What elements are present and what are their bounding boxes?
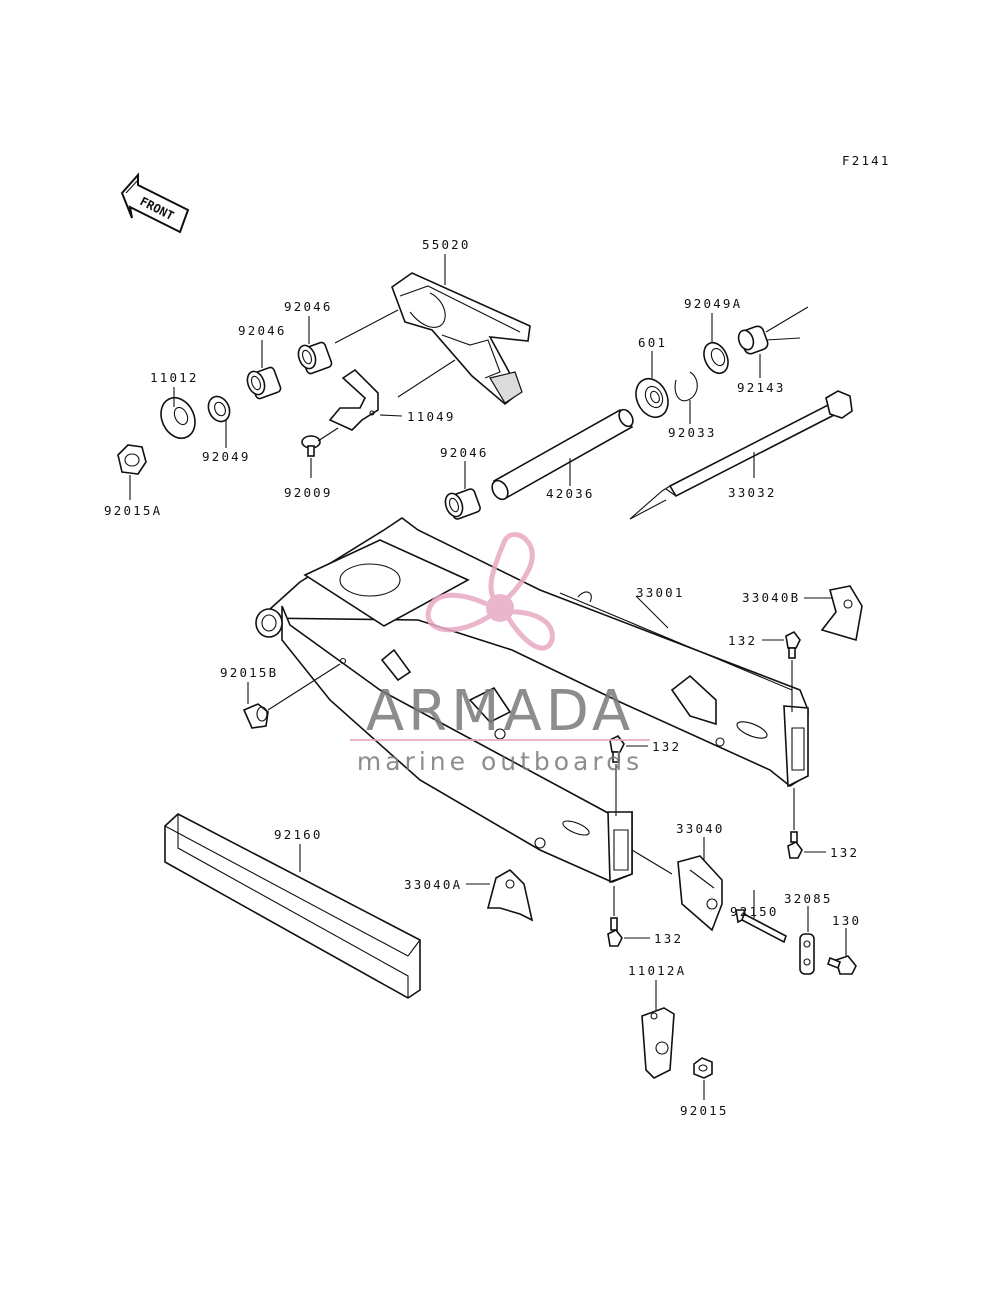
label-132-middle: 132 [652,739,681,754]
propeller-logo-icon [425,532,555,651]
bushing-92015B [242,703,269,729]
label-33040B: 33040B [742,590,800,605]
chain-guide-55020 [391,272,531,406]
watermark-tagline: marine outboards [357,747,643,776]
armada-watermark: ARMADA marine outboards [350,532,650,776]
nut-92015 [693,1057,713,1079]
axle-bolt-33032 [629,390,853,520]
chain-slider-92160 [164,813,421,999]
front-arrow-icon: FRONT [120,172,190,234]
screw-92009 [301,435,321,457]
label-33032: 33032 [728,485,777,500]
label-42036: 42036 [546,486,595,501]
figure-code: F2141 [842,153,891,168]
bushing-92046-lower [444,488,481,520]
collar-92143 [737,325,769,355]
label-92009: 92009 [284,485,333,500]
label-33040: 33040 [676,821,725,836]
label-11012A: 11012A [628,963,686,978]
bushing-92046-upper [297,341,333,375]
bolt-132-bottom [607,917,623,947]
label-33040A: 33040A [404,877,462,892]
label-92143: 92143 [737,380,786,395]
label-92033: 92033 [668,425,717,440]
washer-11012 [160,397,196,439]
bracket-33040A [486,869,534,922]
bearing-601 [635,377,669,419]
label-92046-mid: 92046 [238,323,287,338]
label-55020: 55020 [422,237,471,252]
label-92015: 92015 [680,1103,729,1118]
bolt-130 [827,955,857,975]
seal-92049A [703,341,729,375]
plate-32085 [799,933,815,975]
bracket-33040B [820,585,863,642]
swingarm-33001 [255,517,809,884]
bolt-132-upper-right [785,630,801,659]
label-601: 601 [638,335,667,350]
watermark-brand: ARMADA [366,679,634,744]
label-92046-lower: 92046 [440,445,489,460]
label-130: 130 [832,913,861,928]
label-92049A: 92049A [684,296,742,311]
label-32085: 32085 [784,891,833,906]
adjuster-plate-33040 [677,855,723,932]
bolt-92150 [735,909,787,944]
bolt-132-lower-right [787,831,803,859]
label-11049: 11049 [407,409,456,424]
sleeve-42036 [491,408,634,501]
label-132-lower-right: 132 [830,845,859,860]
label-92049: 92049 [202,449,251,464]
seal-92049 [207,395,231,423]
bracket-11012A [641,1007,675,1079]
label-92150: 92150 [730,904,779,919]
bracket-11049 [328,368,379,431]
bushing-92046-mid [246,366,282,400]
label-11012: 11012 [150,370,199,385]
label-132-bottom: 132 [654,931,683,946]
label-92015A: 92015A [104,503,162,518]
label-33001: 33001 [636,585,685,600]
nut-92015A [117,444,147,475]
label-92015B: 92015B [220,665,278,680]
label-92046-upper: 92046 [284,299,333,314]
label-92160: 92160 [274,827,323,842]
circlip-92033 [674,371,698,402]
label-132-upper-right: 132 [728,633,757,648]
